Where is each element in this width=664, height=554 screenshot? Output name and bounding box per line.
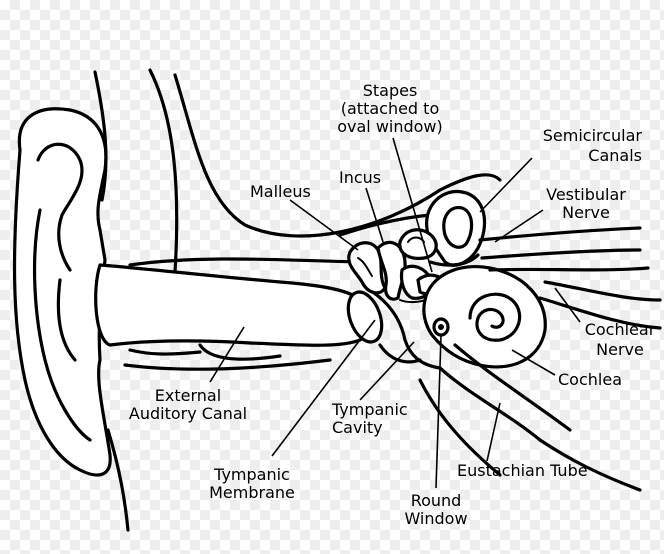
label-external-auditory-canal: External Auditory Canal (128, 386, 248, 423)
label-stapes: Stapes (attached to oval window) (337, 81, 443, 136)
nerves (478, 226, 662, 330)
leader-lines (209, 137, 581, 489)
skull-outline (93, 68, 502, 532)
label-cochlea: Cochlea (558, 370, 622, 389)
label-eustachian-tube: Eustachian Tube (457, 461, 588, 480)
label-round-window: Round Window (404, 491, 468, 528)
cochlea (422, 265, 547, 369)
label-vestibular-nerve: Vestibular Nerve (546, 185, 626, 222)
label-cochlear-nerve: Cochlear Nerve (584, 320, 656, 359)
eustachian-tube (418, 343, 642, 492)
label-tympanic-cavity: Tympanic Cavity (332, 400, 408, 437)
label-incus: Incus (339, 168, 382, 187)
pinna (12, 107, 112, 477)
label-semicircular-canals: Semicircular Canals (542, 126, 642, 165)
label-malleus: Malleus (250, 182, 311, 201)
label-tympanic-membrane: Tympanic Membrane (209, 465, 295, 502)
